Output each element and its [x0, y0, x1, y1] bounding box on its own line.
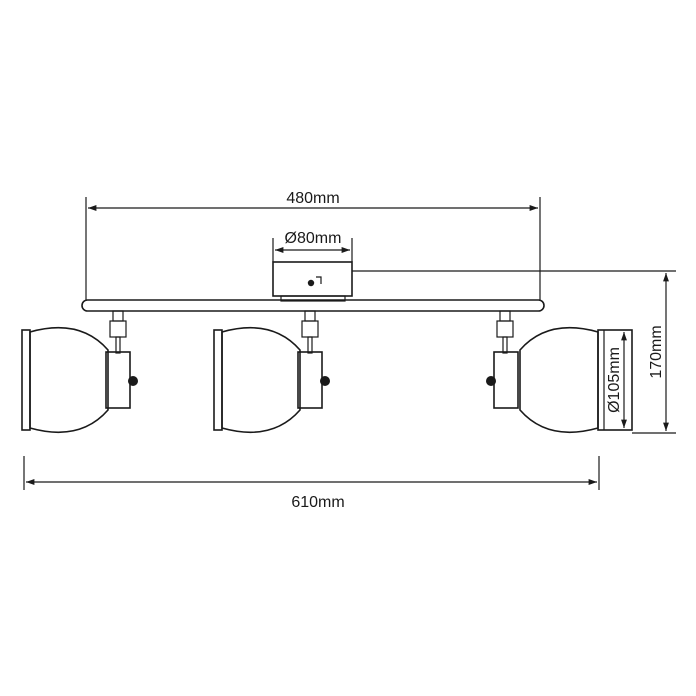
dimension-rail-length: 480mm: [85, 190, 541, 300]
shade-diameter-label: Ø105mm: [606, 347, 623, 413]
rail-length-label: 480mm: [286, 190, 339, 207]
canopy-diameter-label: Ø80mm: [285, 230, 342, 247]
shade-rim: [597, 329, 633, 431]
spotlight-left: [21, 310, 138, 434]
dimension-total-height: 170mm: [352, 270, 676, 434]
woven-rattan-pattern-icon: [29, 326, 109, 434]
total-width-label: 610mm: [291, 494, 344, 511]
canopy-switch-icon: [316, 276, 322, 284]
adjust-knob-icon: [486, 376, 496, 386]
spotlight-middle: [213, 310, 330, 434]
mounting-rail: [81, 299, 545, 312]
total-height-label: 170mm: [648, 325, 665, 378]
dimension-shade-diameter: Ø105mm: [606, 332, 627, 428]
woven-rattan-pattern-icon: [519, 326, 599, 434]
adjust-knob-icon: [320, 376, 330, 386]
spotlight-right: [486, 310, 633, 434]
canopy-screw-icon: [307, 279, 315, 287]
ceiling-canopy: [272, 261, 353, 302]
woven-rattan-pattern-icon: [221, 326, 301, 434]
dimension-total-width: 610mm: [23, 456, 600, 511]
adjust-knob-icon: [128, 376, 138, 386]
dimension-canopy-diameter: Ø80mm: [272, 230, 353, 262]
